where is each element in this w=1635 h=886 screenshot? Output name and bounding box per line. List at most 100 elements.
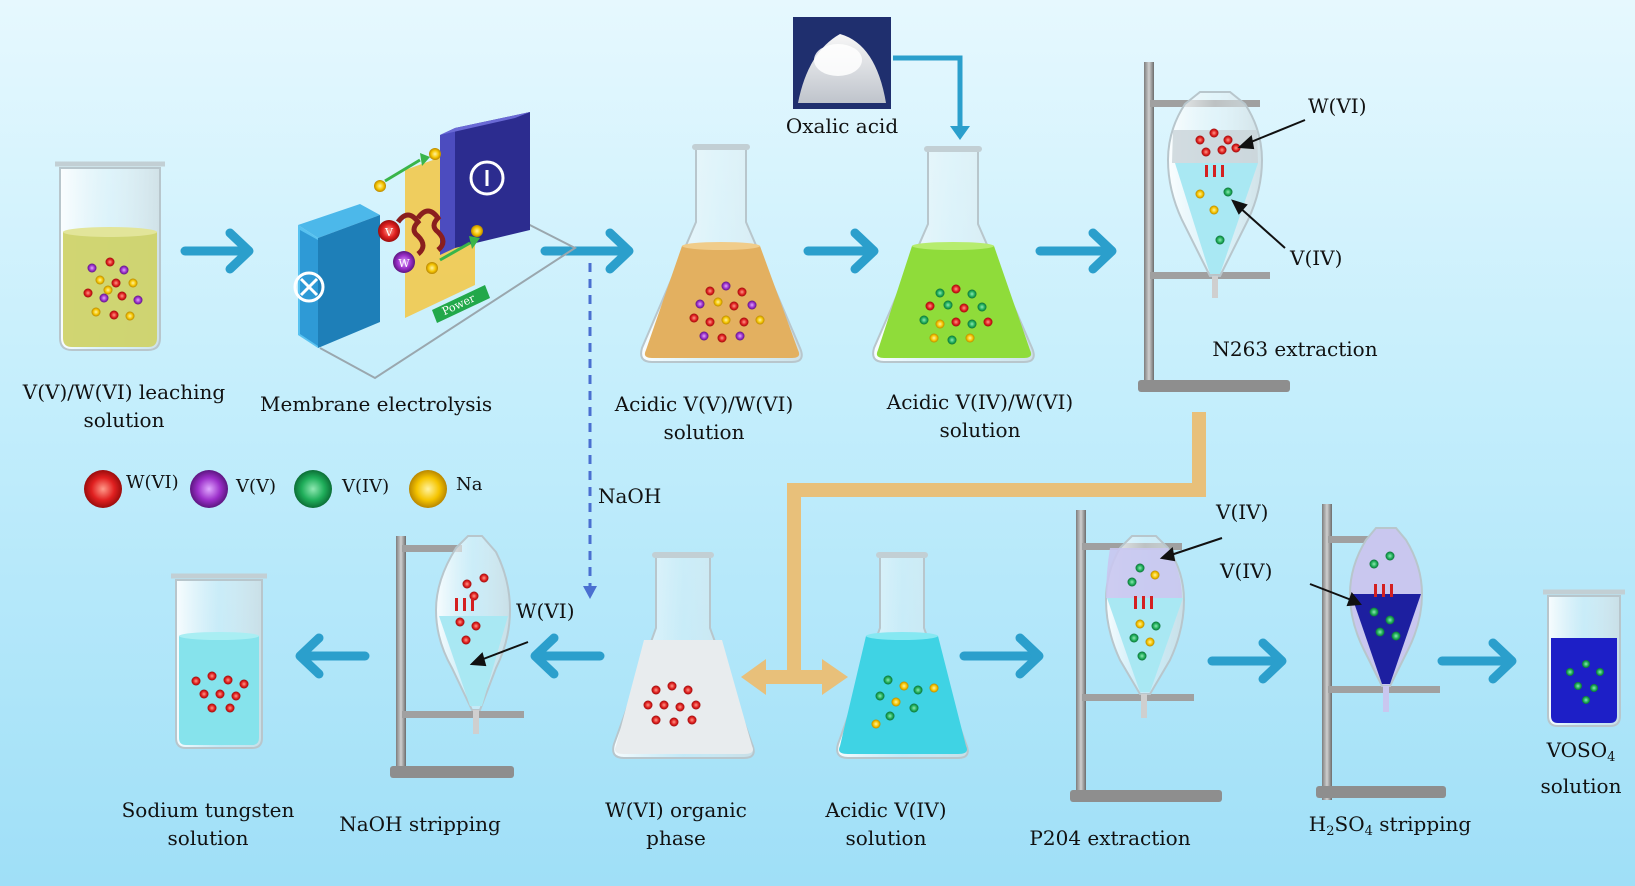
arrow-2 <box>540 228 634 274</box>
leaching-beaker <box>55 161 165 351</box>
leaching-particles <box>83 257 143 321</box>
label-wvi-organic-phase: W(VI) organic phase <box>586 796 766 852</box>
label-oxalic-text: Oxalic acid <box>785 114 899 138</box>
label-n263-extraction: N263 extraction <box>1210 335 1380 363</box>
arrow-7 <box>1437 638 1517 684</box>
naoh-stand <box>390 536 524 778</box>
ion-v-label: V <box>384 226 394 239</box>
h2so4-particles <box>1369 551 1401 641</box>
anode-plus-icon <box>293 271 325 303</box>
h2so4-stripping-word: stripping <box>1372 812 1472 836</box>
label-acidic-vv-line1: Acidic V(V)/W(VI) <box>614 392 794 416</box>
voso4-particles <box>1566 660 1604 704</box>
h2so4-funnel <box>1348 527 1424 712</box>
naoh-funnel-particles <box>455 573 489 645</box>
flask-acidic-viv <box>836 552 969 759</box>
label-p204-text: P204 extraction <box>1029 826 1191 850</box>
flask-wvi-organic-particles <box>643 681 701 727</box>
process-arrows <box>180 228 1517 684</box>
cathode-minus-icon <box>469 160 505 196</box>
p204-particles <box>1127 563 1161 661</box>
flask-acidic-vv-particles <box>689 281 765 343</box>
legend-markers <box>84 470 447 508</box>
h2so4-sub-4: 4 <box>1364 824 1373 839</box>
naoh-pointer-arrow <box>469 641 529 667</box>
label-sodium-tungsten: Sodium tungsten solution <box>108 796 308 852</box>
label-voso4-line2: solution <box>1540 774 1622 798</box>
pointer-p204-v-iv: V(IV) <box>1216 498 1296 526</box>
voso4-beaker <box>1543 589 1625 727</box>
flask-acidic-viv-wvi <box>872 146 1035 363</box>
pointer-n263-v-text: V(IV) <box>1290 246 1343 270</box>
label-leaching-line2: solution <box>83 408 165 432</box>
label-leaching-line1: V(V)/W(VI) leaching <box>22 380 226 404</box>
voso4-sub-4: 4 <box>1607 750 1616 765</box>
sodium-tungsten-beaker <box>171 573 267 749</box>
label-sodium-tungsten-line2: solution <box>167 826 249 850</box>
legend-label-na: Na <box>456 474 483 495</box>
label-naoh-stripping: NaOH stripping <box>330 810 510 838</box>
sodium-tungsten-particles <box>191 671 249 713</box>
p204-funnel <box>1104 535 1186 718</box>
h2so4-sub-2: 2 <box>1326 824 1335 839</box>
label-oxalic-acid: Oxalic acid <box>766 112 918 140</box>
h2so4-h: H <box>1308 812 1327 836</box>
n263-funnel <box>1166 91 1264 298</box>
flask-wvi-organic <box>612 552 755 759</box>
h2so4-pointer-arrow <box>1309 583 1362 607</box>
label-acidic-viv-line2: solution <box>845 826 927 850</box>
legend-marker-w-vi <box>84 470 122 508</box>
electrolysis-cell <box>293 112 577 380</box>
flask-acidic-viv-wvi-particles <box>919 284 993 345</box>
arrow-1 <box>180 228 254 274</box>
label-acidic-viv: Acidic V(IV) solution <box>796 796 976 852</box>
pointer-naoh-w-text: W(VI) <box>516 599 575 623</box>
label-acidic-viv-wvi: Acidic V(IV)/W(VI) solution <box>880 388 1080 444</box>
pointer-n263-w-text: W(VI) <box>1308 94 1367 118</box>
arrow-3 <box>803 228 879 274</box>
label-n263-text: N263 extraction <box>1212 337 1378 361</box>
legend-marker-v-iv <box>294 470 332 508</box>
label-acidic-viv-line1: Acidic V(IV) <box>825 798 947 822</box>
label-wvi-organic-line2: phase <box>646 826 706 850</box>
p204-pointer-arrow <box>1159 537 1223 562</box>
legend-label-v-iv: V(IV) <box>342 476 390 497</box>
arrow-8 <box>530 633 605 679</box>
pointer-h2so4-v-iv: V(IV) <box>1220 557 1300 585</box>
flask-acidic-vv-wvi <box>640 144 803 363</box>
n263-particles <box>1195 128 1241 245</box>
label-acidic-vv-wvi: Acidic V(V)/W(VI) solution <box>606 390 802 446</box>
pointer-n263-w-vi: W(VI) <box>1308 92 1388 120</box>
label-wvi-organic-line1: W(VI) organic <box>605 798 747 822</box>
pointer-n263-v-iv: V(IV) <box>1290 244 1370 272</box>
ion-w-label: W <box>398 257 410 270</box>
legend-label-w-vi: W(VI) <box>126 472 179 493</box>
power-supply <box>432 285 490 323</box>
label-voso4-solution: VOSO4 solution <box>1526 736 1635 800</box>
h2so4-so: SO <box>1334 812 1365 836</box>
voso4-formula: VOSO <box>1546 738 1608 762</box>
naoh-funnel <box>434 535 512 734</box>
label-naoh: NaOH <box>598 482 662 510</box>
flask-acidic-viv-particles <box>871 675 939 729</box>
label-naoh-stripping-text: NaOH stripping <box>339 812 501 836</box>
pointer-h2so4-v-text: V(IV) <box>1220 559 1273 583</box>
oxalic-feed-arrow <box>893 55 963 133</box>
arrow-9 <box>295 633 370 679</box>
legend-marker-na <box>409 470 447 508</box>
split-arrow <box>741 659 848 695</box>
label-h2so4-text: H2SO4 stripping <box>1290 810 1490 846</box>
pointer-naoh-w-vi: W(VI) <box>516 597 596 625</box>
naoh-arrowhead <box>583 586 597 599</box>
label-naoh-text: NaOH <box>598 484 662 508</box>
label-p204-extraction: P204 extraction <box>1020 824 1200 852</box>
pointer-p204-v-text: V(IV) <box>1216 500 1269 524</box>
label-acidic-viv-wvi-line1: Acidic V(IV)/W(VI) <box>886 390 1074 414</box>
n263-pointer-arrows <box>1231 119 1306 249</box>
label-sodium-tungsten-line1: Sodium tungsten <box>121 798 295 822</box>
label-voso4-line1: VOSO4 <box>1526 736 1635 772</box>
arrow-5 <box>959 633 1044 679</box>
oxalic-feed-arrowhead <box>950 126 970 140</box>
